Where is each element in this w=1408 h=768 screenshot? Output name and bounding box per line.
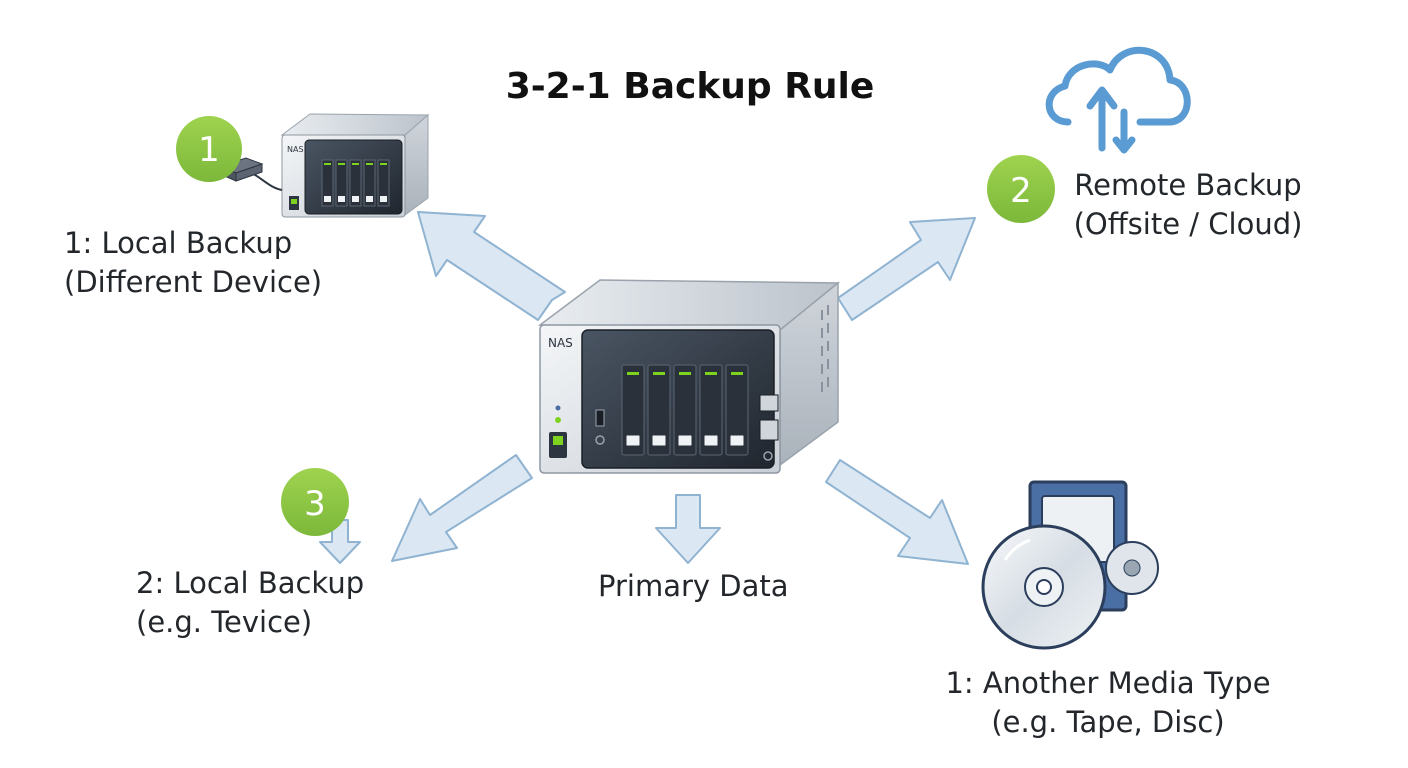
label-remote-backup-line1: Remote Backup [1074, 168, 1302, 202]
arrow-to-remote-backup [837, 217, 976, 321]
svg-text:1: 1 [198, 130, 220, 170]
label-local-backup-2-line2: (e.g. Tevice) [136, 605, 313, 639]
nas-label: NAS [548, 336, 573, 350]
label-local-backup-1: 1: Local Backup (Different Device) [64, 224, 322, 302]
label-local-backup-2: 2: Local Backup (e.g. Tevice) [136, 564, 364, 642]
label-remote-backup-line2: (Offsite / Cloud) [1073, 207, 1303, 241]
arrow-to-media-type [825, 459, 969, 565]
label-local-backup-2-line1: 2: Local Backup [136, 566, 365, 600]
optical-disc-icon [981, 524, 1107, 650]
cloud-sync-icon [1045, 46, 1191, 154]
label-local-backup-1-line2: (Different Device) [64, 265, 323, 299]
label-media-type-line1: 1: Another Media Type [945, 666, 1271, 700]
label-media-type-line2: (e.g. Tape, Disc) [991, 705, 1225, 739]
arrow-to-local-backup-1 [417, 211, 566, 321]
label-local-backup-1-line1: 1: Local Backup [64, 226, 293, 260]
small-nas-label: NAS [287, 145, 304, 154]
nas-device-icon: NAS [537, 279, 841, 474]
badge-3: 3 [281, 468, 349, 536]
label-remote-backup: Remote Backup (Offsite / Cloud) [1060, 166, 1316, 244]
svg-text:2: 2 [1010, 171, 1032, 211]
small-arrow-under-badge-3 [319, 519, 361, 564]
badge-1: 1 [176, 116, 242, 182]
label-primary-data: Primary Data [598, 567, 789, 606]
arrow-to-primary-data [655, 494, 721, 564]
small-nas-icon: NAS [218, 113, 430, 218]
label-media-type: 1: Another Media Type (e.g. Tape, Disc) [936, 664, 1280, 742]
label-primary-data-line1: Primary Data [598, 569, 789, 603]
arrow-to-local-backup-2 [391, 454, 533, 562]
diagram-title: 3-2-1 Backup Rule [505, 66, 875, 107]
svg-text:3: 3 [304, 484, 326, 524]
badge-2: 2 [987, 155, 1055, 223]
